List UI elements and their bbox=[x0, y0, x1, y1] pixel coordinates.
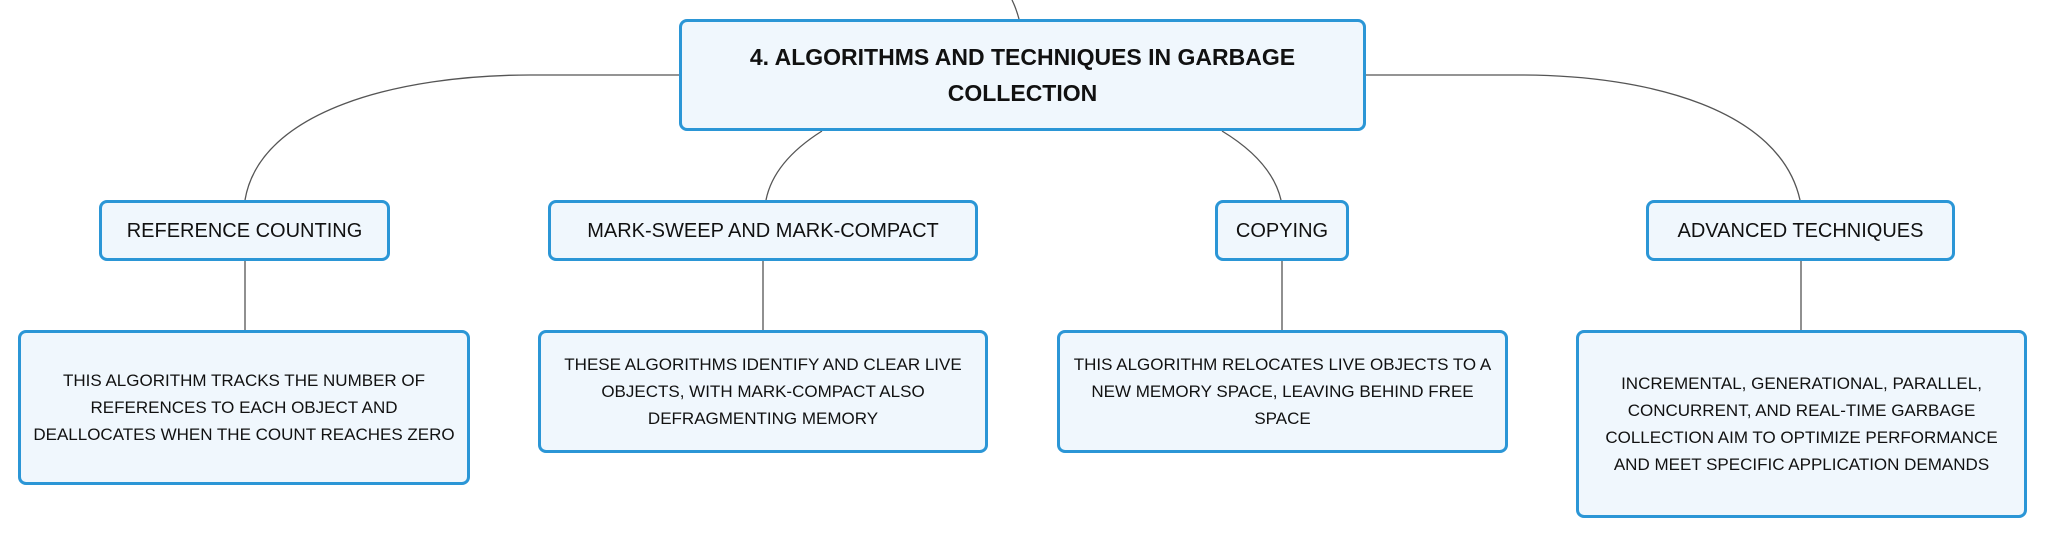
description-advanced-techniques[interactable]: INCREMENTAL, GENERATIONAL, PARALLEL, CON… bbox=[1576, 330, 2027, 518]
topic-label: REFERENCE COUNTING bbox=[126, 219, 363, 242]
connector-parent-to-root bbox=[1011, 0, 1020, 20]
topic-label: MARK-SWEEP AND MARK-COMPACT bbox=[587, 219, 939, 242]
topic-copying[interactable]: COPYING bbox=[1215, 200, 1349, 261]
description-text: THIS ALGORITHM RELOCATES LIVE OBJECTS TO… bbox=[1073, 355, 1492, 428]
topic-advanced-techniques[interactable]: ADVANCED TECHNIQUES bbox=[1646, 200, 1955, 261]
connector-root-to-reference-counting bbox=[244, 74, 679, 201]
description-text: INCREMENTAL, GENERATIONAL, PARALLEL, CON… bbox=[1605, 374, 1998, 474]
description-copying[interactable]: THIS ALGORITHM RELOCATES LIVE OBJECTS TO… bbox=[1057, 330, 1508, 453]
topic-mark-sweep-and-mark-compact[interactable]: MARK-SWEEP AND MARK-COMPACT bbox=[548, 200, 978, 261]
description-text: THESE ALGORITHMS IDENTIFY AND CLEAR LIVE… bbox=[564, 355, 962, 428]
topic-label: ADVANCED TECHNIQUES bbox=[1677, 219, 1924, 242]
topic-reference-counting[interactable]: REFERENCE COUNTING bbox=[99, 200, 390, 261]
connector-root-to-advanced bbox=[1366, 74, 1801, 201]
description-mark-sweep-and-mark-compact[interactable]: THESE ALGORITHMS IDENTIFY AND CLEAR LIVE… bbox=[538, 330, 988, 453]
description-reference-counting[interactable]: THIS ALGORITHM TRACKS THE NUMBER OF REFE… bbox=[18, 330, 470, 485]
topic-label: COPYING bbox=[1235, 219, 1329, 242]
description-text: THIS ALGORITHM TRACKS THE NUMBER OF REFE… bbox=[33, 371, 455, 444]
connector-root-to-mark-sweep bbox=[765, 130, 823, 201]
root-topic-node[interactable]: 4. ALGORITHMS AND TECHNIQUES IN GARBAGE … bbox=[679, 19, 1366, 131]
connector-root-to-copying bbox=[1221, 130, 1282, 201]
root-topic-label: 4. ALGORITHMS AND TECHNIQUES IN GARBAGE … bbox=[749, 44, 1296, 106]
